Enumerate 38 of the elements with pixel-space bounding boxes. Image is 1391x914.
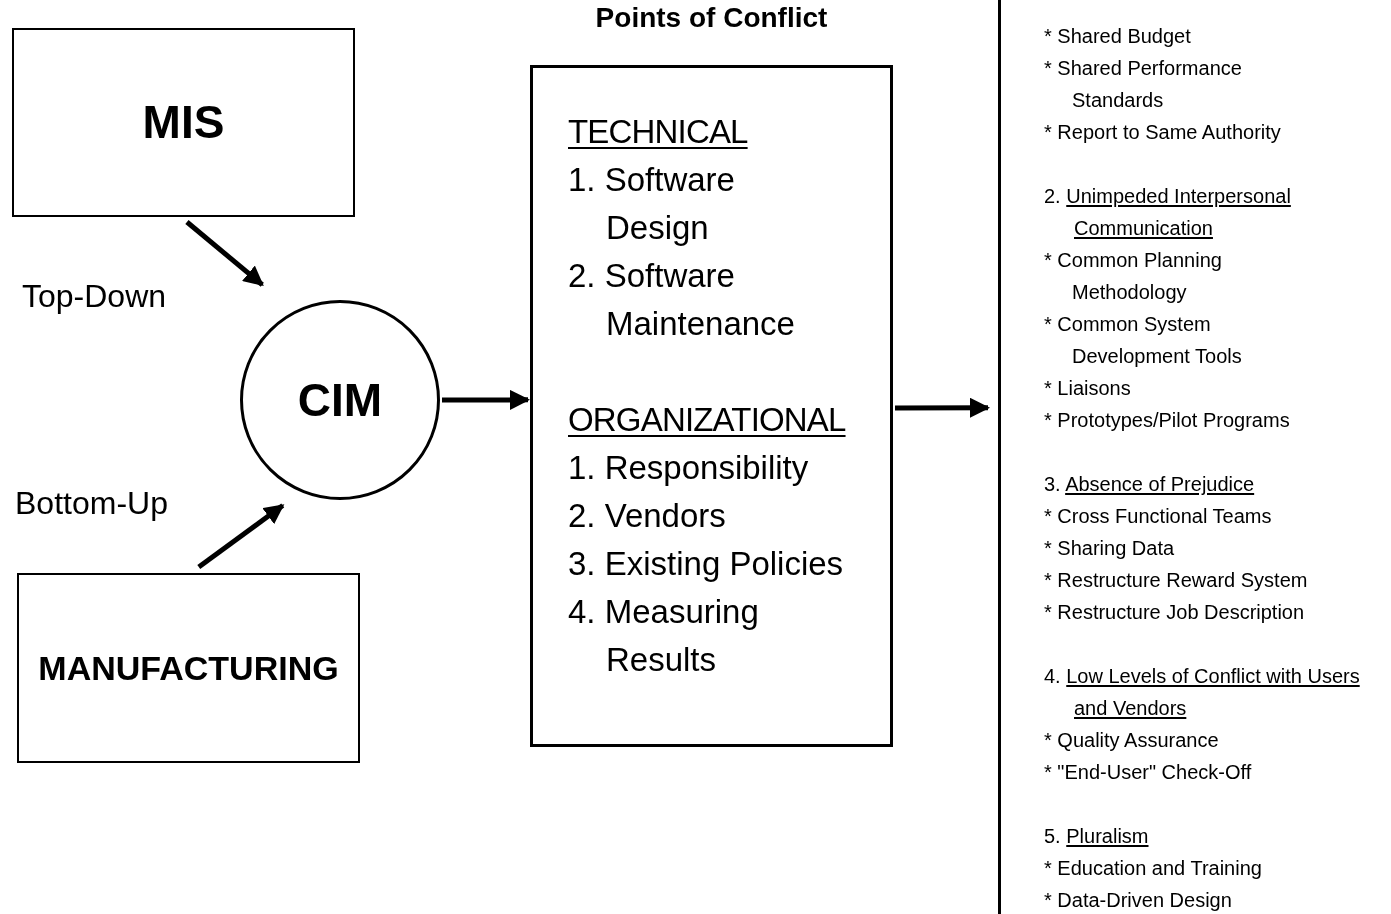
list-item: 3. Existing Policies <box>568 544 845 584</box>
list-item: 1. Software Design <box>568 160 736 248</box>
list-item: * Common Planning Methodology <box>1044 248 1223 305</box>
circle-label: CIM <box>297 372 383 428</box>
list-heading: 3. Absence of Prejudice <box>1044 472 1256 497</box>
box-heading: Points of Conflict <box>594 4 829 32</box>
list-item: 4. Measuring Results <box>568 592 760 680</box>
list-item: * Quality Assurance <box>1044 728 1220 753</box>
list-heading: 2. Unimpeded Interpersonal Communication <box>1044 184 1292 241</box>
list-item: 2. Software Maintenance <box>568 256 796 344</box>
box-label: MANUFACTURING <box>38 647 339 689</box>
arrow <box>197 503 285 569</box>
list-item: * Cross Functional Teams <box>1044 504 1273 529</box>
section-heading: ORGANIZATIONAL <box>568 400 846 440</box>
arrow <box>185 220 264 287</box>
list-item: * Education and Training <box>1044 856 1263 881</box>
arrow <box>442 389 530 410</box>
list-item: * Liaisons <box>1044 376 1132 401</box>
process-box <box>17 573 360 763</box>
process-box <box>530 65 893 747</box>
list-item: * Shared Performance Standards <box>1044 56 1243 113</box>
list-item: * Common System Development Tools <box>1044 312 1243 369</box>
list-heading: 4. Low Levels of Conflict with Users and Vendors <box>1044 664 1361 721</box>
process-box <box>12 28 355 217</box>
list-item: * Restructure Job Description <box>1044 600 1306 625</box>
list-heading: 5. Pluralism <box>1044 824 1150 849</box>
section-heading: TECHNICAL <box>568 112 748 152</box>
box-label: MIS <box>142 95 225 150</box>
list-item: * Shared Budget <box>1044 24 1192 49</box>
list-item: * Sharing Data <box>1044 536 1176 561</box>
list-item: * Prototypes/Pilot Programs <box>1044 408 1291 433</box>
list-item: * Restructure Reward System <box>1044 568 1309 593</box>
list-item: * Report to Same Authority <box>1044 120 1282 145</box>
list-item: 1. Responsibility <box>568 448 810 488</box>
list-item: 2. Vendors <box>568 496 727 536</box>
arrow <box>895 397 990 418</box>
list-item: * "End-User" Check-Off <box>1044 760 1253 785</box>
list-item: * Data-Driven Design <box>1044 888 1233 913</box>
